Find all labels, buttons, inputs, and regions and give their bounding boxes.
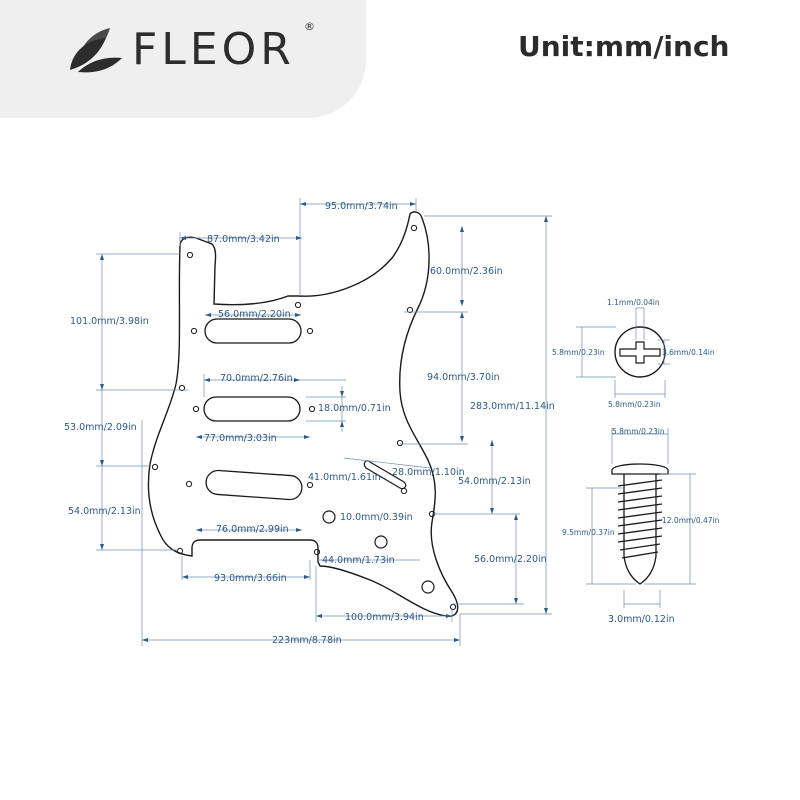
pickguard-outline	[147, 211, 459, 617]
screw-head-top-view	[614, 326, 666, 378]
dim-switch-slot-offset: 28.0mm/1.10in	[392, 467, 465, 478]
logo: FLEOR ®	[66, 20, 346, 80]
dim-screw-slot-width: 1.1mm/0.04in	[607, 298, 660, 307]
dim-pickup-width: 18.0mm/0.71in	[318, 403, 391, 414]
dim-screw-slot-height: 5.8mm/0.23in	[552, 348, 605, 357]
neck-pickup-slot	[204, 318, 302, 344]
dim-screw-head-bottom: 5.8mm/0.23in	[608, 400, 661, 409]
dim-screw-thread-length: 9.5mm/0.37in	[562, 528, 615, 537]
unit-label: Unit:mm/inch	[518, 30, 730, 63]
dim-screw-shank-diameter: 3.0mm/0.12in	[608, 614, 675, 625]
dim-pickup-outer-length: 77.0mm/3.03in	[204, 433, 277, 444]
screw-side-view	[611, 463, 669, 585]
dim-control-spacing: 44.0mm/1.73in	[322, 555, 395, 566]
dim-screw-slot-depth: 3.6mm/0.14in	[662, 348, 715, 357]
dim-upper-horn-width: 87.0mm/3.42in	[207, 234, 280, 245]
dim-neck-to-pickup: 101.0mm/3.98in	[70, 316, 149, 327]
screw-dim-lines	[576, 307, 670, 398]
dim-pickup-length: 70.0mm/2.76in	[220, 373, 293, 384]
dim-lower-height: 56.0mm/2.20in	[474, 554, 547, 565]
dim-total-width: 223mm/8.78in	[272, 635, 342, 646]
dimension-lines	[96, 198, 552, 646]
header-band	[0, 0, 366, 118]
leaf-logo-icon	[70, 28, 122, 73]
dim-pickup-spacing-b: 54.0mm/2.13in	[68, 506, 141, 517]
dim-mid-span: 94.0mm/3.70in	[427, 372, 500, 383]
dim-control-to-edge: 100.0mm/3.94in	[345, 612, 424, 623]
dim-screw-head-width: 5.8mm/0.23in	[612, 427, 665, 436]
registered-mark: ®	[304, 20, 315, 33]
dim-horn-height: 60.0mm/2.36in	[430, 266, 503, 277]
middle-pickup-slot	[203, 396, 301, 422]
dim-total-length: 283.0mm/11.14in	[470, 401, 555, 412]
dim-neck-pickup-width: 56.0mm/2.20in	[218, 309, 291, 320]
dim-top-width: 95.0mm/3.74in	[325, 201, 398, 212]
dim-pickup-spacing-a: 53.0mm/2.09in	[64, 422, 137, 433]
knob-hole	[421, 580, 435, 594]
dim-switch-slot-length: 41.0mm/1.61in	[308, 472, 381, 483]
switch-slot	[363, 460, 407, 490]
knob-hole	[374, 535, 388, 549]
dim-screw-total-length: 12.0mm/0.47in	[662, 516, 720, 525]
brand-name: FLEOR	[132, 24, 295, 75]
bridge-pickup-slot	[205, 469, 303, 501]
arrow-heads	[100, 202, 548, 642]
dim-lower-width: 93.0mm/3.66in	[214, 573, 287, 584]
knob-hole	[322, 510, 336, 524]
dim-control-area-height: 54.0mm/2.13in	[458, 476, 531, 487]
screw-side-dim-lines	[586, 428, 696, 608]
dim-bridge-width: 76.0mm/2.99in	[216, 524, 289, 535]
dim-knob-hole: 10.0mm/0.39in	[340, 512, 413, 523]
screw-holes	[151, 224, 457, 611]
